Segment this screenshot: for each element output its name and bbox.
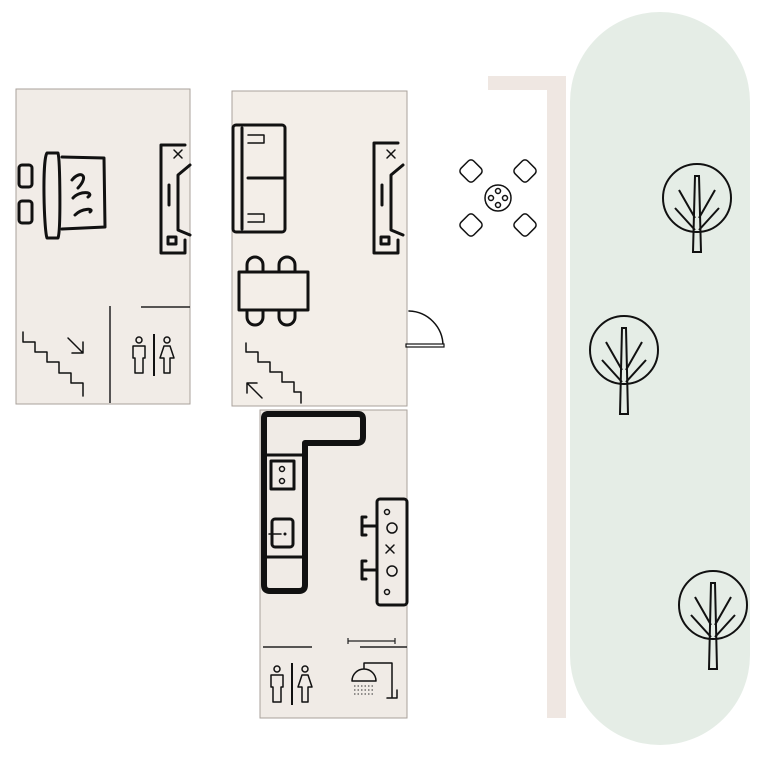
kitchen-counter-icon	[261, 411, 366, 594]
tree-icon	[678, 570, 748, 670]
tree-icon	[662, 163, 732, 253]
bed-icon	[42, 151, 107, 240]
restroom-icon	[132, 334, 175, 376]
garden-strip	[570, 12, 750, 745]
stairs-down-icon	[22, 331, 84, 397]
door-icon[interactable]	[405, 310, 445, 348]
sofa-icon	[231, 123, 287, 234]
tree-icon	[589, 315, 659, 415]
dining-table-icon	[237, 255, 310, 327]
tv-console-icon	[372, 141, 405, 255]
nightstand-icon	[17, 163, 34, 225]
sink-icon	[268, 517, 295, 549]
living-room	[231, 90, 445, 407]
patio-table-icon	[459, 159, 537, 237]
kitchen	[259, 409, 409, 719]
tv-console-icon	[159, 143, 192, 255]
bar-counter-icon	[360, 497, 409, 607]
shower-icon	[351, 662, 398, 699]
boundary-wall	[488, 76, 566, 718]
stove-icon	[269, 459, 296, 491]
stairs-up-icon	[245, 342, 302, 404]
bedroom	[15, 88, 192, 405]
restroom-icon	[270, 663, 313, 705]
